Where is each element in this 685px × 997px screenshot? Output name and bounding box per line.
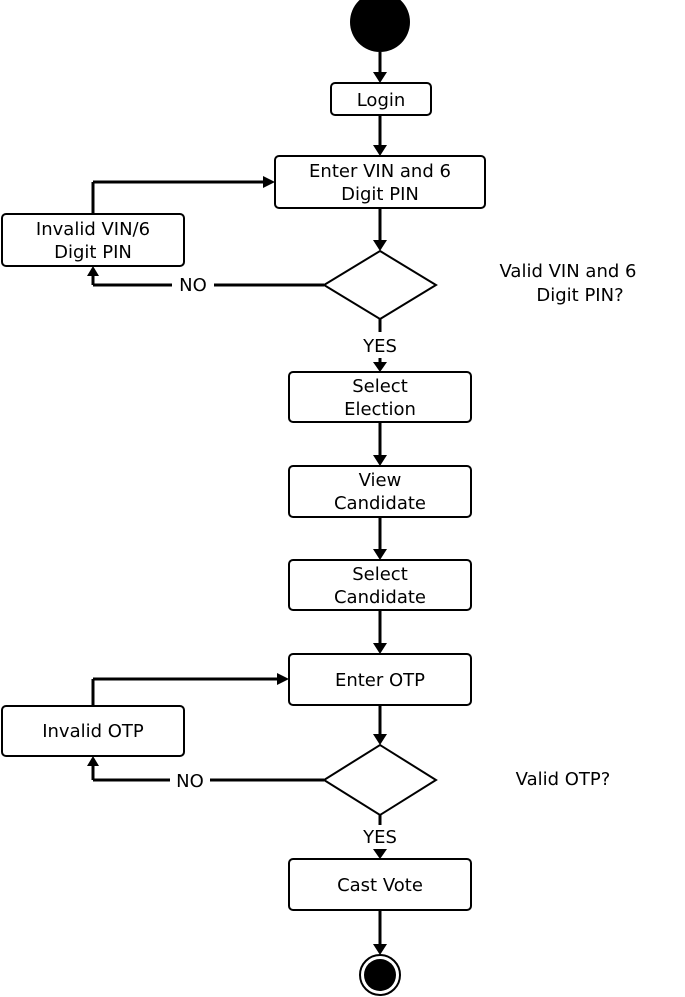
cast-vote-label: Cast Vote bbox=[337, 875, 423, 896]
view-candidate-label-line2: Candidate bbox=[334, 493, 426, 514]
arrow-enter-vin-decision1 bbox=[373, 240, 387, 251]
arrow-start-login bbox=[373, 72, 387, 83]
arrow-otp-decision2 bbox=[373, 734, 387, 745]
select-candidate-label-line1: Select bbox=[352, 564, 408, 585]
arrow-loop2 bbox=[277, 673, 289, 685]
decision-valid-vin-pin bbox=[322, 249, 438, 321]
arrow-login-enter-vin bbox=[373, 145, 387, 156]
invalid-vin-pin-label-line1: Invalid VIN/6 bbox=[36, 219, 150, 240]
decision-valid-vin-pin-label-line1: Valid VIN and 6 bbox=[500, 261, 637, 282]
arrow-loop1 bbox=[263, 176, 275, 188]
edge-label-yes1: YES bbox=[362, 336, 397, 357]
decision-valid-otp bbox=[322, 743, 438, 817]
arrow-select-candidate-otp bbox=[373, 643, 387, 654]
login-label: Login bbox=[357, 90, 406, 111]
decision-valid-vin-pin-label-line2: Digit PIN? bbox=[536, 285, 623, 306]
enter-vin-pin-label-line2: Digit PIN bbox=[341, 184, 419, 205]
decision-valid-otp-label: Valid OTP? bbox=[516, 769, 611, 790]
arrow-cast-vote-end bbox=[373, 944, 387, 955]
edge-label-yes2: YES bbox=[362, 827, 397, 848]
select-election-label-line2: Election bbox=[344, 399, 416, 420]
start-node bbox=[350, 0, 410, 52]
invalid-otp-label: Invalid OTP bbox=[42, 721, 144, 742]
enter-vin-pin-label-line1: Enter VIN and 6 bbox=[309, 161, 451, 182]
enter-otp-label: Enter OTP bbox=[335, 670, 425, 691]
end-node-inner bbox=[364, 959, 396, 991]
edge-label-no2: NO bbox=[176, 771, 204, 792]
select-election-label-line1: Select bbox=[352, 376, 408, 397]
arrow-view-select-candidate bbox=[373, 549, 387, 560]
arrow-no1 bbox=[87, 266, 99, 276]
select-candidate-label-line2: Candidate bbox=[334, 587, 426, 608]
arrow-select-election-view bbox=[373, 455, 387, 466]
arrow-yes1 bbox=[373, 362, 387, 372]
edge-label-no1: NO bbox=[179, 275, 207, 296]
view-candidate-label-line1: View bbox=[359, 470, 402, 491]
arrow-yes2 bbox=[373, 849, 387, 859]
invalid-vin-pin-label-line2: Digit PIN bbox=[54, 242, 132, 263]
arrow-no2 bbox=[87, 756, 99, 766]
